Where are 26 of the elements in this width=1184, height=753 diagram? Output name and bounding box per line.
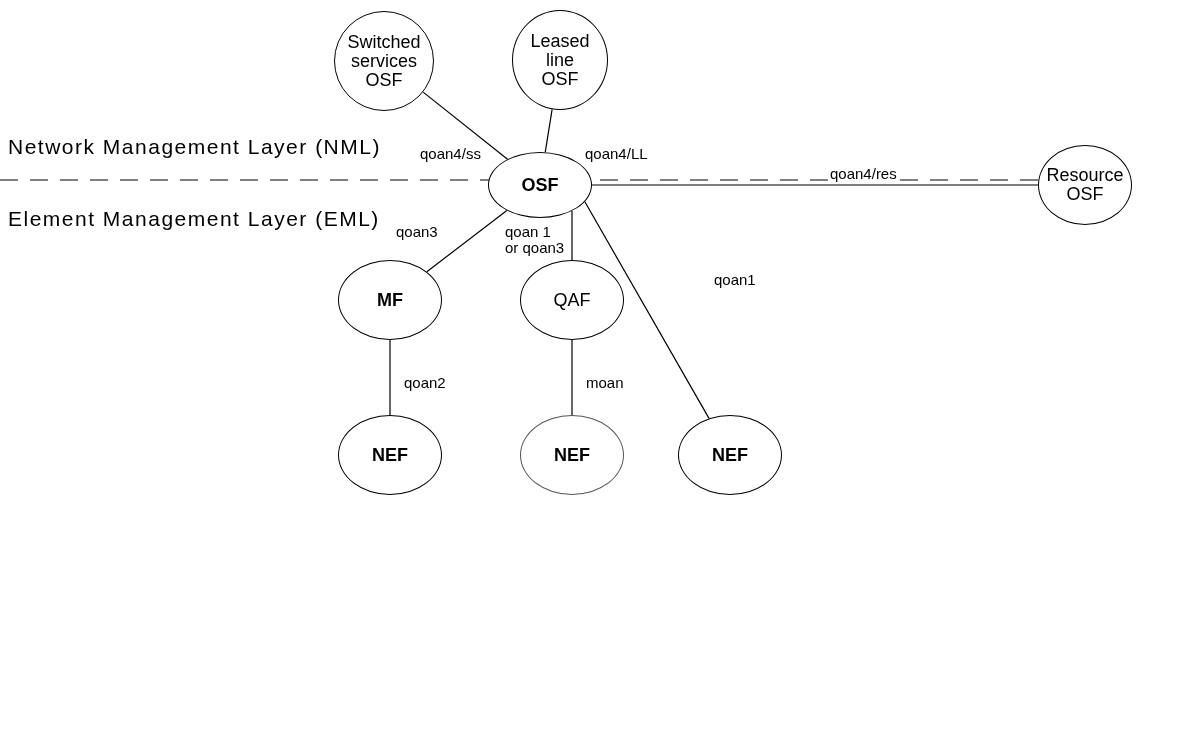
connector-line — [571, 210, 573, 261]
node-label: Resource OSF — [1045, 166, 1125, 204]
node-label: OSF — [521, 175, 559, 195]
connector-line — [422, 91, 509, 160]
node-label: QAF — [553, 290, 591, 310]
connector-line — [426, 209, 508, 273]
node-label: Switched services OSF — [346, 32, 422, 90]
edge-label: qoan2 — [404, 375, 446, 391]
connector-line — [584, 201, 710, 419]
connector-line — [571, 339, 573, 416]
node-label: NEF — [554, 445, 590, 465]
node-label: NEF — [372, 445, 408, 465]
edge-label: qoan3 — [396, 224, 438, 240]
layer-label: Network Management Layer (NML) — [8, 135, 381, 159]
node-label: Leased line OSF — [529, 31, 591, 89]
node-label: MF — [377, 290, 403, 310]
edge-label: qoan1 — [714, 272, 756, 288]
layer-label: Element Management Layer (EML) — [8, 207, 380, 231]
edge-label: qoan4/ss — [420, 146, 481, 162]
edge-label: qoan4/LL — [585, 146, 648, 162]
connector-line — [389, 339, 391, 416]
edge-label: qoan 1 or qoan3 — [505, 224, 567, 256]
node-label: NEF — [712, 445, 748, 465]
edge-label: qoan4/res — [830, 166, 897, 182]
connector-line — [591, 184, 1039, 186]
connector-line — [544, 108, 553, 153]
